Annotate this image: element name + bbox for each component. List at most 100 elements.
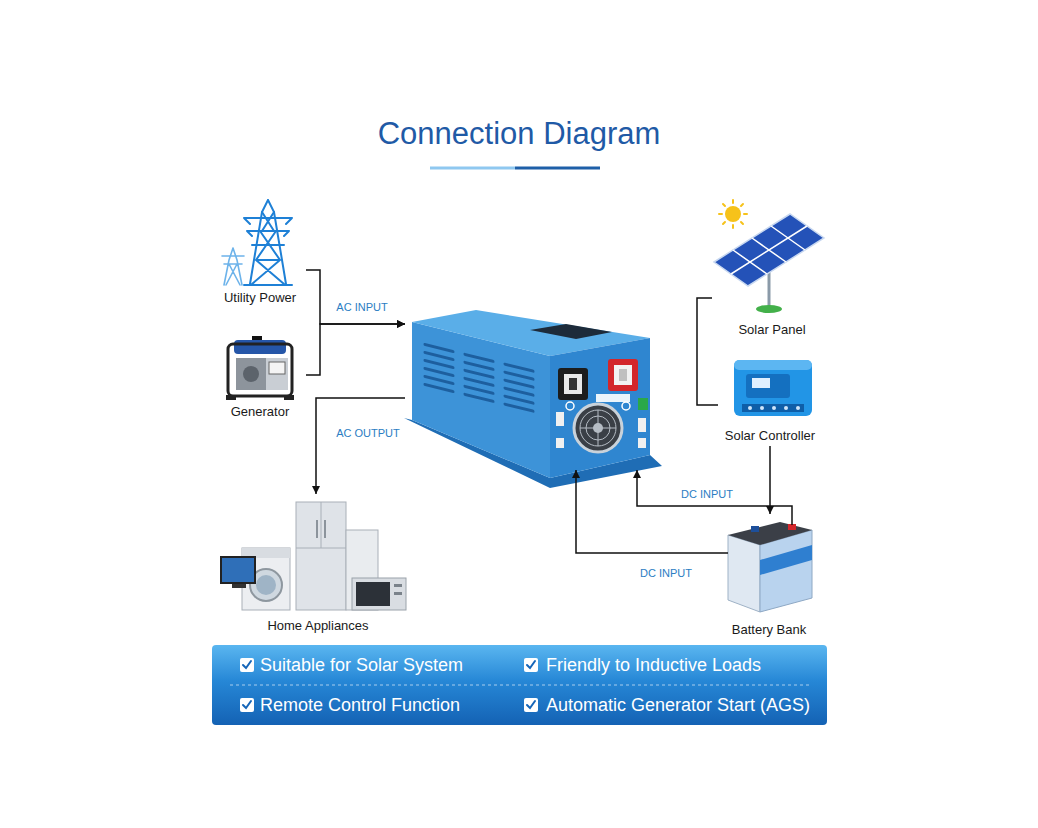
battery-bank-icon-part <box>728 535 760 612</box>
connector-line <box>697 298 718 405</box>
connector <box>697 298 718 405</box>
home-appliances-illustration-part <box>321 502 322 548</box>
arrow-head <box>397 320 405 328</box>
home-appliances-illustration-part <box>356 582 390 606</box>
generator-icon-part <box>234 340 286 354</box>
connector-line <box>637 470 792 514</box>
inverter-illustration-part <box>622 402 630 410</box>
solar-controller-icon <box>734 360 812 416</box>
feature-band: Suitable for Solar System Friendly to Ind… <box>212 645 827 725</box>
inverter-illustration-part <box>574 404 622 452</box>
battery-bank-icon-part <box>760 545 812 575</box>
home-appliances-illustration-part <box>222 558 254 582</box>
home-appliances-illustration-part <box>352 578 406 610</box>
inverter-illustration-part-part <box>465 354 493 401</box>
utility-tower-icon <box>222 200 292 285</box>
home-appliances-illustration-part <box>220 556 256 584</box>
diagram-title: Connection Diagram <box>378 116 661 151</box>
check-box-icon <box>240 698 254 712</box>
generator-icon-part <box>236 358 266 390</box>
edge-label: DC INPUT <box>679 488 735 500</box>
utility-tower-icon-part <box>222 248 244 285</box>
generator-icon-part <box>226 395 236 400</box>
solar-panel-icon-part <box>731 226 807 274</box>
connector <box>312 398 405 494</box>
inverter-illustration-part-part <box>505 364 533 411</box>
title-underline <box>430 168 600 169</box>
connector-line <box>306 270 405 324</box>
inverter-illustration-part <box>638 398 648 410</box>
generator-icon-part <box>284 395 294 400</box>
solar-controller-icon-part <box>746 374 790 398</box>
connector <box>306 320 405 375</box>
feature-cell: Remote Control Function <box>212 685 528 725</box>
battery-bank-node: Battery Bank <box>722 514 816 640</box>
title-bar: Connection Diagram <box>0 115 1038 153</box>
feature-text: Suitable for Solar System <box>260 654 463 676</box>
solar-panel-icon <box>714 200 824 313</box>
connector <box>306 270 405 328</box>
generator-icon-part <box>269 362 285 374</box>
check-mark-icon <box>243 701 251 708</box>
home-appliances-illustration-part <box>232 584 246 588</box>
inverter-illustration-part <box>638 438 646 448</box>
utility-tower-icon-part <box>244 200 292 285</box>
inverter-illustration-part <box>558 368 588 400</box>
battery-bank-icon-part <box>722 552 728 554</box>
feature-text: Remote Control Function <box>260 694 460 716</box>
inverter-illustration-part-part <box>425 345 453 392</box>
node-caption: Utility Power <box>224 290 296 305</box>
solar-controller-icon-part <box>748 406 752 410</box>
home-appliances-illustration-part <box>256 575 276 595</box>
inverter-illustration-part <box>569 378 577 390</box>
feature-cell: Automatic Generator Start (AGS) <box>528 685 827 725</box>
home-appliances-node: Home Appliances <box>218 494 418 636</box>
solar-controller-icon-part <box>742 404 804 412</box>
solar-controller-node: Solar Controller <box>718 352 822 446</box>
generator-icon-part <box>243 366 259 382</box>
inverter-illustration-part <box>564 374 582 394</box>
node-caption: Battery Bank <box>732 622 806 637</box>
edge-label-holder: AC INPUT <box>334 297 389 315</box>
connector-line <box>576 470 722 553</box>
inverter-illustration-part <box>596 394 630 402</box>
solar-panel-node: Solar Panel <box>712 196 832 340</box>
node-caption: Home Appliances <box>267 618 368 633</box>
edge-label: DC INPUT <box>638 567 694 579</box>
inverter-illustration-part <box>580 410 616 446</box>
inverter-illustration-part <box>556 438 564 448</box>
inverter-illustration-part <box>619 369 627 381</box>
battery-bank-icon-part <box>791 514 793 525</box>
home-appliances-illustration-part <box>296 502 346 610</box>
check-mark-icon <box>243 661 251 668</box>
check-box-icon <box>240 658 254 672</box>
solar-controller-icon-part <box>734 360 812 370</box>
solar-controller-icon-part <box>772 406 776 410</box>
arrow-head <box>633 470 641 478</box>
check-box-icon <box>524 698 538 712</box>
inverter-illustration-part <box>608 359 638 391</box>
home-appliances-illustration <box>220 502 406 610</box>
battery-bank-icon <box>722 514 812 612</box>
home-appliances-illustration-part <box>394 584 402 587</box>
arrow-head <box>397 320 405 328</box>
check-mark-icon <box>527 661 535 668</box>
utility-tower-icon-part-part <box>250 200 286 284</box>
solar-panel-icon-part <box>725 206 741 222</box>
connector <box>633 470 792 514</box>
feature-cell: Friendly to Inductive Loads <box>528 645 827 685</box>
node-caption: Generator <box>231 404 290 419</box>
solar-controller-icon-part <box>734 360 812 416</box>
node-caption: Solar Controller <box>725 428 815 443</box>
arrow-head <box>766 506 774 514</box>
utility-tower-icon-part-part <box>222 248 244 285</box>
edge-label: AC INPUT <box>334 301 389 313</box>
home-appliances-illustration-part <box>316 520 318 538</box>
generator-icon <box>226 336 294 400</box>
battery-bank-icon-part <box>751 526 759 532</box>
arrow-head <box>312 486 320 494</box>
solar-controller-icon-part <box>760 406 764 410</box>
utility-tower-icon-part-part <box>252 212 284 284</box>
solar-panel-icon-part-part <box>719 200 747 228</box>
